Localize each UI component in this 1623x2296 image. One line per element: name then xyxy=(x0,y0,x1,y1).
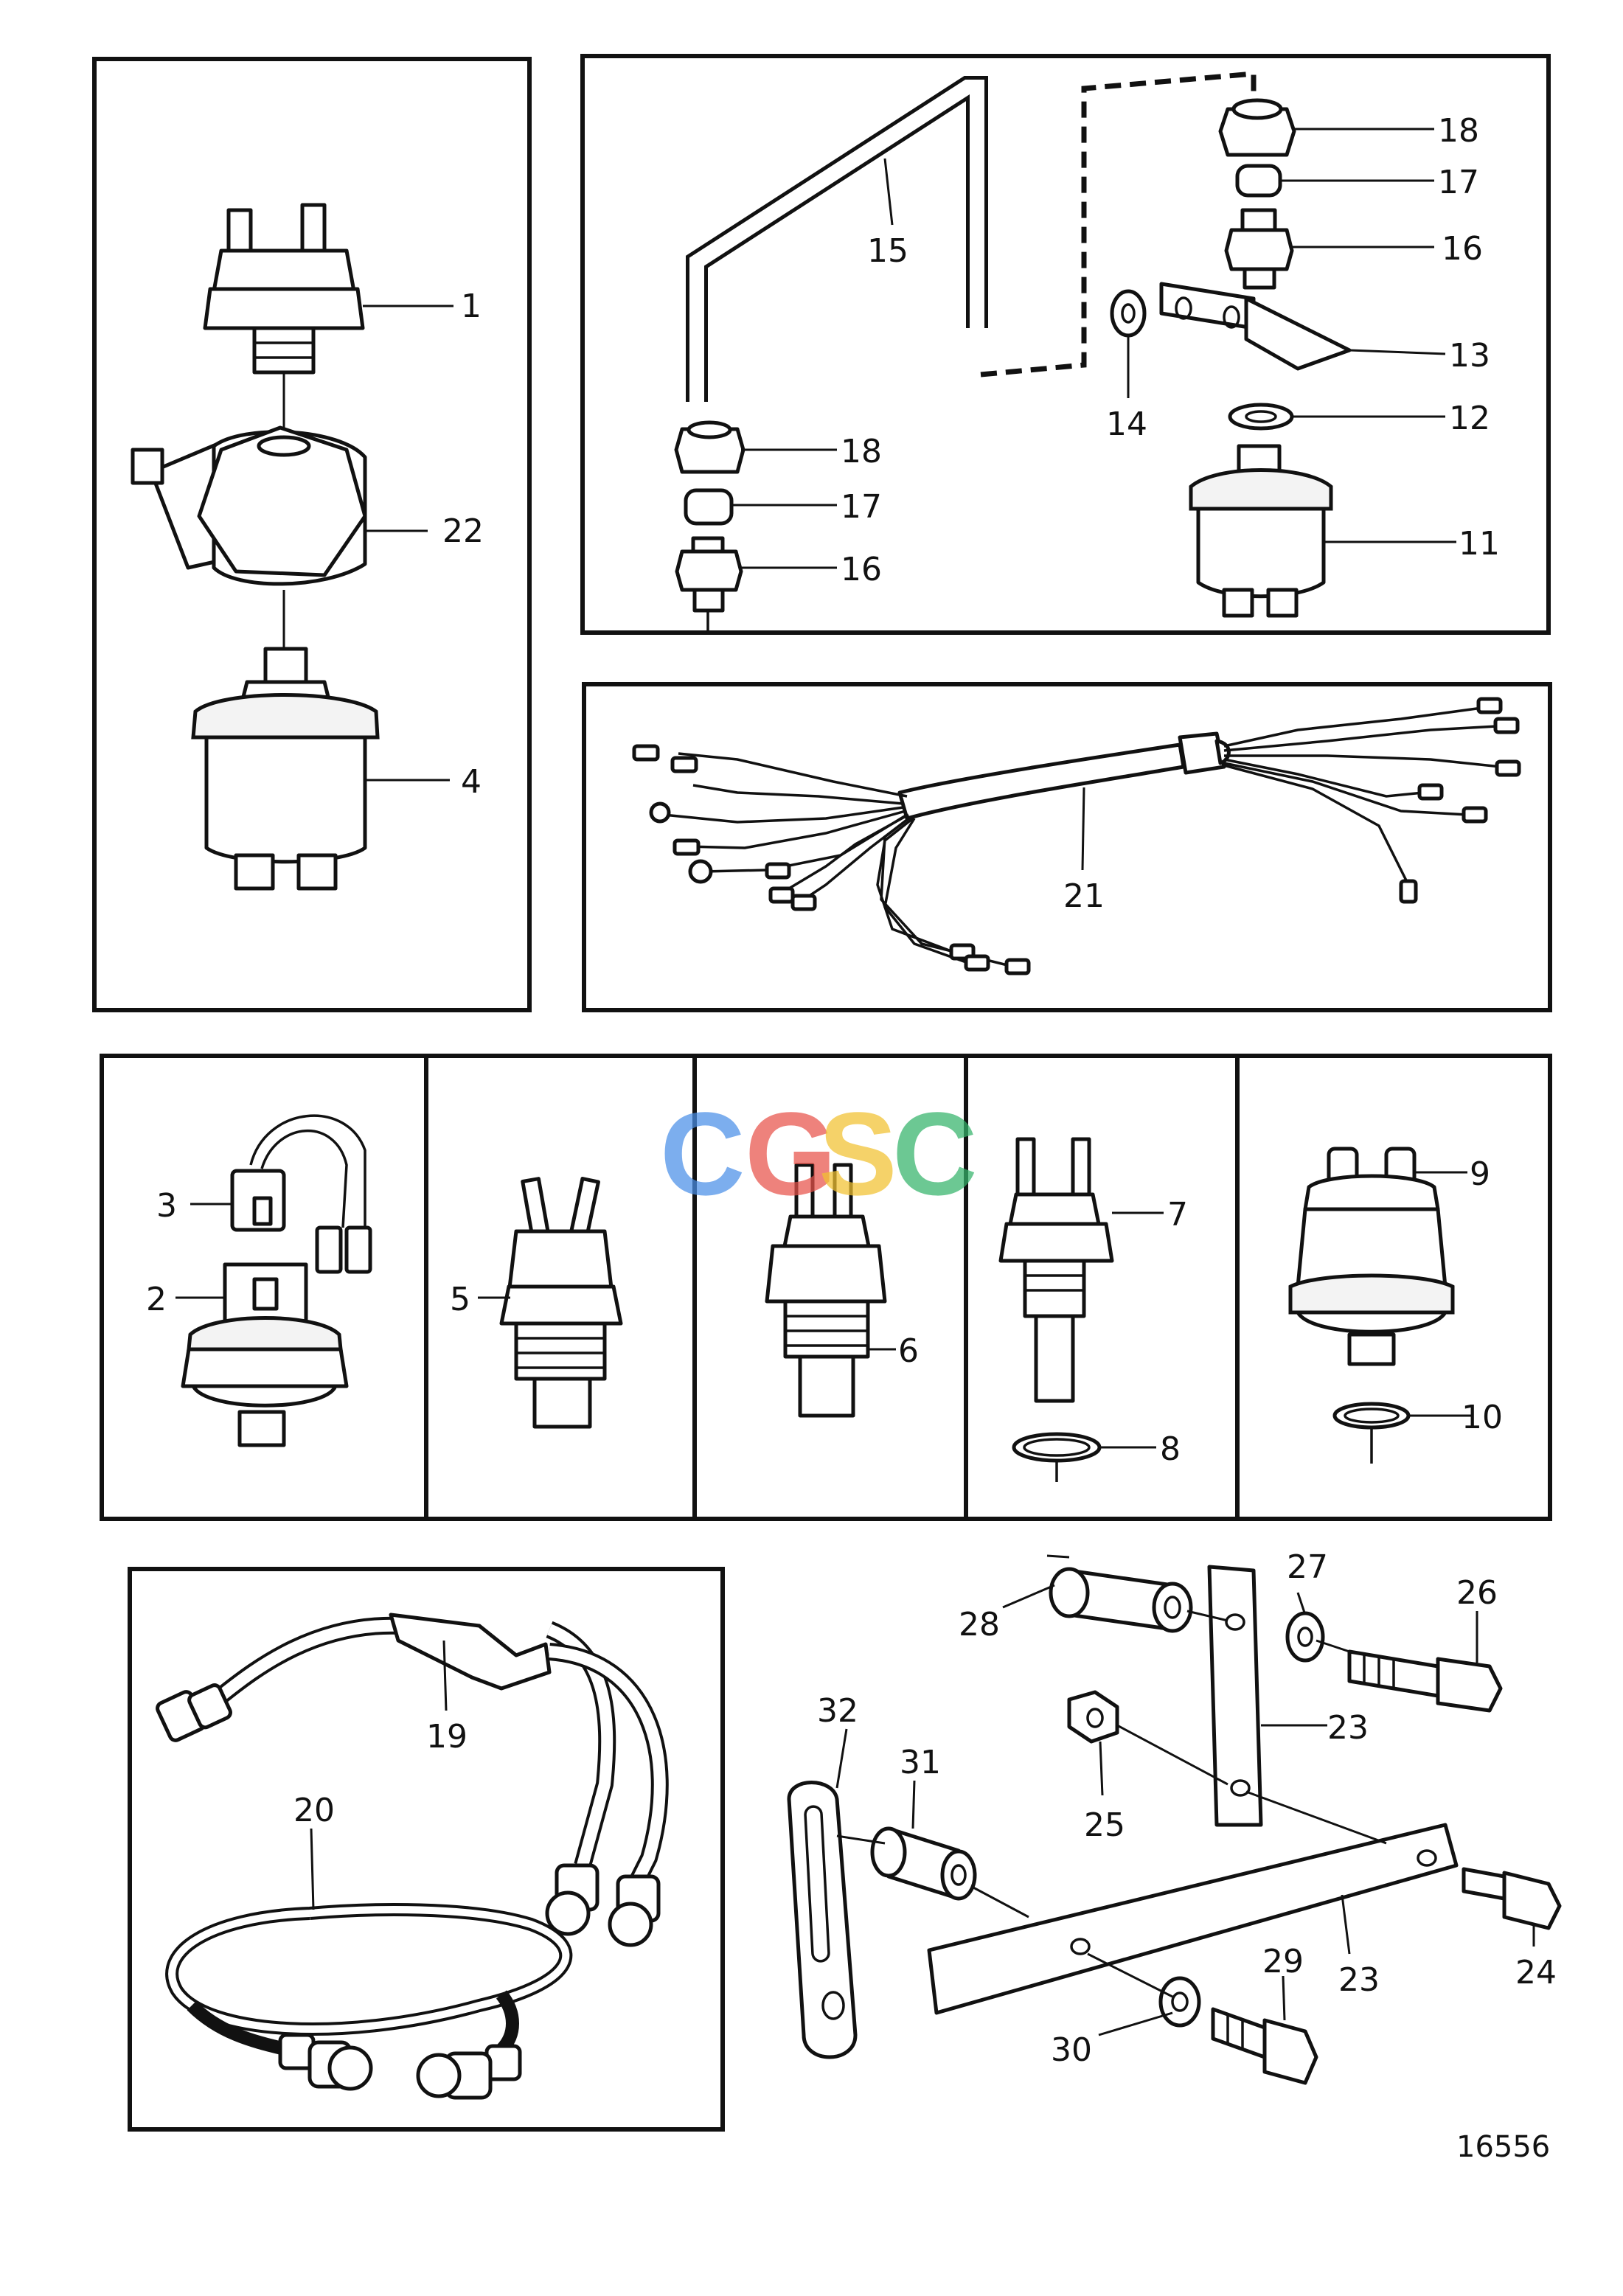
watermark-letter-s: S xyxy=(819,1088,897,1220)
part-pressure-switch-2: 3 2 xyxy=(146,1114,372,1447)
callout-16-right: 16 xyxy=(1442,230,1483,268)
part-oil-sender-9: 9 10 xyxy=(1288,1147,1503,1464)
callout-12: 12 xyxy=(1449,400,1490,437)
watermark-letter-c1: C xyxy=(660,1088,746,1220)
bracket-assembly: 32 31 28 27 26 23 25 23 24 29 30 xyxy=(787,1548,1562,2085)
callout-32: 32 xyxy=(817,1692,858,1730)
part-switch-1 xyxy=(203,203,365,375)
callout-19: 19 xyxy=(426,1718,468,1756)
callout-13: 13 xyxy=(1449,337,1490,375)
panel-sender-adapter: 1 22 4 xyxy=(92,57,532,1012)
callout-14: 14 xyxy=(1106,406,1147,443)
callout-30: 30 xyxy=(1051,2031,1092,2069)
callout-2: 2 xyxy=(146,1281,167,1318)
connector-20-right xyxy=(416,2044,522,2100)
callout-15: 15 xyxy=(867,232,908,270)
panel-cables: 19 20 xyxy=(128,1567,725,2132)
figure-number: 16556 xyxy=(1456,2130,1550,2164)
part-sender-4 xyxy=(191,647,380,891)
callout-3: 3 xyxy=(156,1187,177,1225)
callout-8: 8 xyxy=(1160,1430,1181,1468)
callout-20: 20 xyxy=(293,1792,335,1829)
panel-wiring-harness: 21 xyxy=(582,682,1552,1012)
callout-4: 4 xyxy=(461,763,482,801)
callout-23-upper: 23 xyxy=(1327,1709,1369,1747)
callout-18-left: 18 xyxy=(841,433,882,470)
callout-9: 9 xyxy=(1470,1155,1490,1193)
connector-19-left xyxy=(156,1683,232,1742)
panel-pipe-sender: 18 17 16 15 18 17 16 13 14 12 11 xyxy=(580,54,1551,635)
connector-19-right-a xyxy=(545,1863,599,1936)
callout-17-left: 17 xyxy=(841,488,882,526)
callout-31: 31 xyxy=(900,1744,941,1781)
callout-5: 5 xyxy=(450,1281,470,1318)
callout-10: 10 xyxy=(1462,1399,1503,1436)
left-fittings xyxy=(674,420,746,634)
callout-22: 22 xyxy=(442,512,484,550)
right-fittings xyxy=(1110,98,1352,618)
callout-7: 7 xyxy=(1167,1196,1188,1234)
callout-21: 21 xyxy=(1063,877,1105,915)
watermark-logo: C G S C xyxy=(660,1088,978,1220)
callout-16-left: 16 xyxy=(841,551,882,588)
callout-28: 28 xyxy=(959,1606,1000,1643)
callout-24: 24 xyxy=(1515,1954,1557,1991)
callout-17-right: 17 xyxy=(1438,164,1479,201)
part-temp-sender-7: 7 8 xyxy=(998,1137,1188,1482)
callout-29: 29 xyxy=(1262,1943,1304,1980)
watermark-letter-c2: C xyxy=(892,1088,978,1220)
part-adapter-22 xyxy=(131,425,367,586)
part-temp-switch-5: 5 xyxy=(450,1177,623,1429)
callout-18-right: 18 xyxy=(1438,112,1479,150)
connector-19-right-b xyxy=(608,1874,661,1947)
callout-26: 26 xyxy=(1456,1574,1498,1612)
part-temp-sender-6: 6 xyxy=(765,1163,919,1418)
watermark-letter-g: G xyxy=(745,1088,836,1220)
connector-20-left xyxy=(278,2033,373,2091)
callout-27: 27 xyxy=(1287,1548,1328,1586)
callout-6: 6 xyxy=(898,1332,919,1370)
callout-25: 25 xyxy=(1084,1806,1125,1844)
panel-row-senders: 3 2 5 6 xyxy=(100,1054,1552,1521)
callout-23-lower: 23 xyxy=(1338,1961,1380,1999)
callout-11: 11 xyxy=(1459,525,1500,563)
callout-1: 1 xyxy=(461,288,482,325)
